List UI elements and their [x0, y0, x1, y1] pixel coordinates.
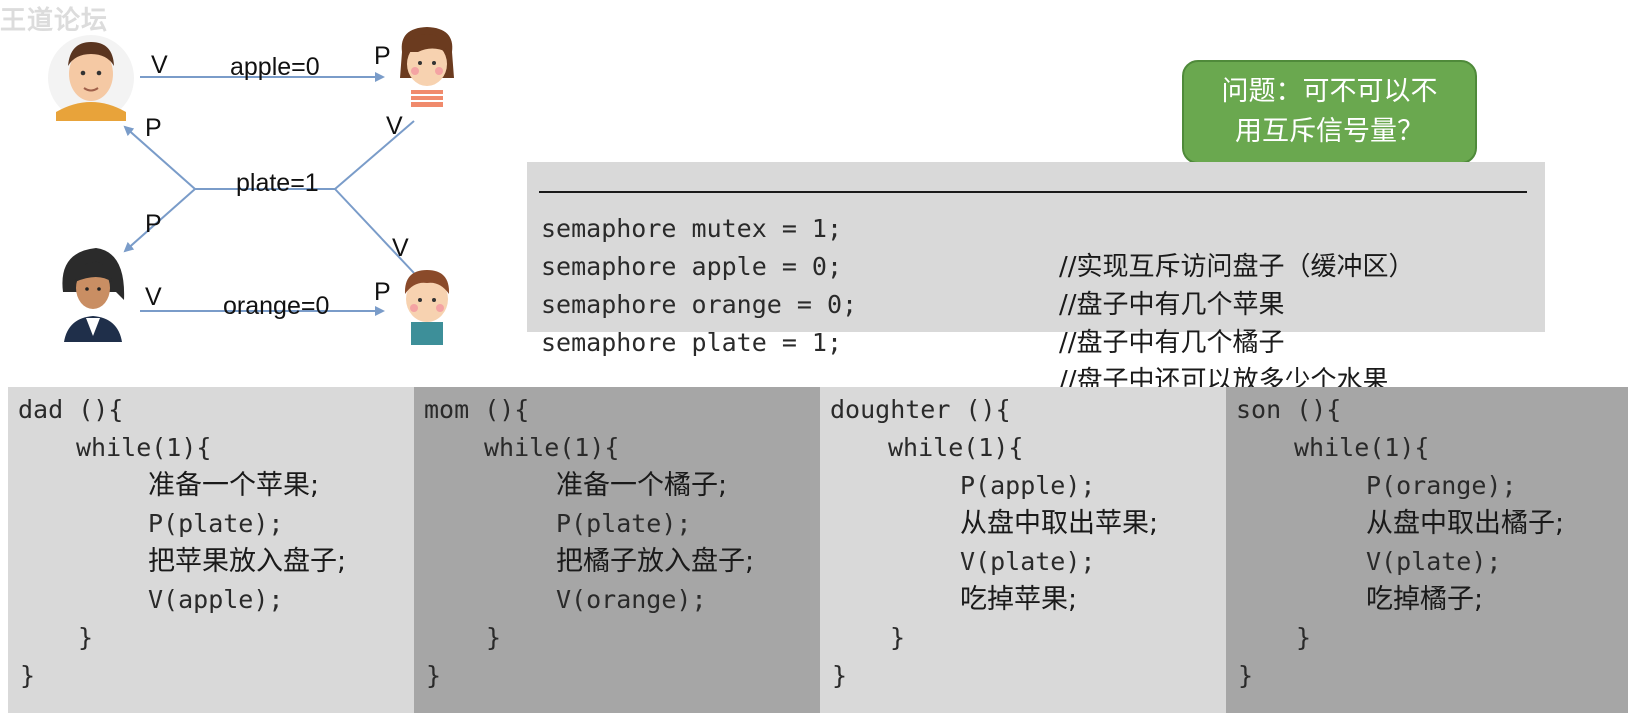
code-line: 准备一个苹果;: [148, 470, 320, 501]
loop-close: }: [1296, 623, 1312, 652]
code-line: 准备一个橘子;: [556, 470, 728, 501]
son-avatar: [404, 270, 450, 345]
loop-header: while(1){: [484, 433, 620, 462]
daughter-p-label: P: [374, 42, 391, 70]
daughter-v-label: V: [386, 112, 403, 140]
daughter-process-code: doughter (){ while(1){ P(apple); 从盘中取出苹果…: [820, 387, 1226, 713]
arrow-plate-to-mom: [123, 188, 196, 253]
process-close: }: [20, 661, 36, 690]
semaphore-line: semaphore apple = 0; //盘子中有几个苹果: [541, 210, 1285, 320]
semaphore-comment: //盘子中有几个橘子: [1059, 328, 1285, 358]
arrow-plate-to-dad: [123, 125, 196, 190]
orange-label: orange=0: [223, 292, 329, 320]
code-line: 把苹果放入盘子;: [148, 546, 347, 577]
plate-label: plate=1: [236, 169, 319, 197]
semaphore-line: semaphore orange = 0; //盘子中有几个橘子: [541, 248, 1285, 358]
code-line: V(orange);: [556, 585, 707, 614]
process-header: dad (){: [18, 395, 124, 424]
semaphore-code: semaphore apple = 0;: [541, 252, 843, 281]
process-close: }: [426, 661, 442, 690]
callout-line-1: 问题：可不可以不: [1221, 76, 1438, 107]
code-line: 从盘中取出苹果;: [960, 508, 1159, 539]
daughter-avatar: [400, 27, 454, 107]
semaphore-code: semaphore mutex = 1;: [541, 214, 843, 243]
semaphore-line: semaphore plate = 1; //盘子中还可以放多少个水果: [541, 286, 1389, 396]
mom-p-label: P: [145, 210, 162, 238]
loop-header: while(1){: [76, 433, 212, 462]
code-line: P(orange);: [1366, 471, 1517, 500]
code-line: V(plate);: [960, 547, 1096, 576]
apple-label: apple=0: [230, 53, 320, 81]
mom-v-label: V: [145, 283, 162, 311]
son-v-label: V: [392, 234, 409, 262]
semaphore-code: semaphore plate = 1;: [541, 328, 843, 357]
code-line: 从盘中取出橘子;: [1366, 508, 1565, 539]
code-line: 吃掉苹果;: [960, 584, 1078, 615]
code-line: V(plate);: [1366, 547, 1502, 576]
code-line: V(apple);: [148, 585, 284, 614]
line-daughter-to-plate: [334, 120, 415, 190]
loop-header: while(1){: [1294, 433, 1430, 462]
loop-close: }: [78, 623, 94, 652]
code-line: 吃掉橘子;: [1366, 584, 1484, 615]
code-line: P(apple);: [960, 471, 1096, 500]
loop-header: while(1){: [888, 433, 1024, 462]
strikethrough-line: [539, 191, 1527, 193]
process-close: }: [1238, 661, 1254, 690]
dad-avatar: [48, 35, 134, 121]
code-line: P(plate);: [148, 509, 284, 538]
watermark: 王道论坛: [0, 6, 109, 36]
question-callout: 问题：可不可以不 用互斥信号量？: [1182, 60, 1477, 164]
process-close: }: [832, 661, 848, 690]
son-p-label: P: [374, 278, 391, 306]
loop-close: }: [890, 623, 906, 652]
code-line: 把橘子放入盘子;: [556, 546, 755, 577]
callout-line-2: 用互斥信号量？: [1235, 116, 1424, 147]
dad-p-label: P: [145, 114, 162, 142]
mom-process-code: mom (){ while(1){ 准备一个橘子; P(plate); 把橘子放…: [414, 387, 820, 713]
semaphore-line: semaphore mutex = 1; //实现互斥访问盘子（缓冲区）: [541, 172, 1415, 282]
code-line: P(plate);: [556, 509, 692, 538]
process-header: doughter (){: [830, 395, 1011, 424]
mom-avatar: [62, 248, 125, 342]
loop-close: }: [486, 623, 502, 652]
semaphore-comment: //实现互斥访问盘子（缓冲区）: [1059, 252, 1415, 282]
dad-v-label: V: [151, 51, 168, 79]
sync-diagram: V apple=0 P P V plate=1 P V V orange=0 P: [48, 27, 454, 345]
son-process-code: son (){ while(1){ P(orange); 从盘中取出橘子; V(…: [1226, 387, 1628, 713]
semaphore-code: semaphore orange = 0;: [541, 290, 858, 319]
dad-process-code: dad (){ while(1){ 准备一个苹果; P(plate); 把苹果放…: [8, 387, 414, 713]
semaphore-declarations: semaphore mutex = 1; //实现互斥访问盘子（缓冲区） sem…: [527, 162, 1545, 396]
line-son-to-plate: [334, 188, 415, 274]
semaphore-comment: //盘子中有几个苹果: [1059, 290, 1285, 320]
process-header: mom (){: [424, 395, 530, 424]
process-header: son (){: [1236, 395, 1342, 424]
